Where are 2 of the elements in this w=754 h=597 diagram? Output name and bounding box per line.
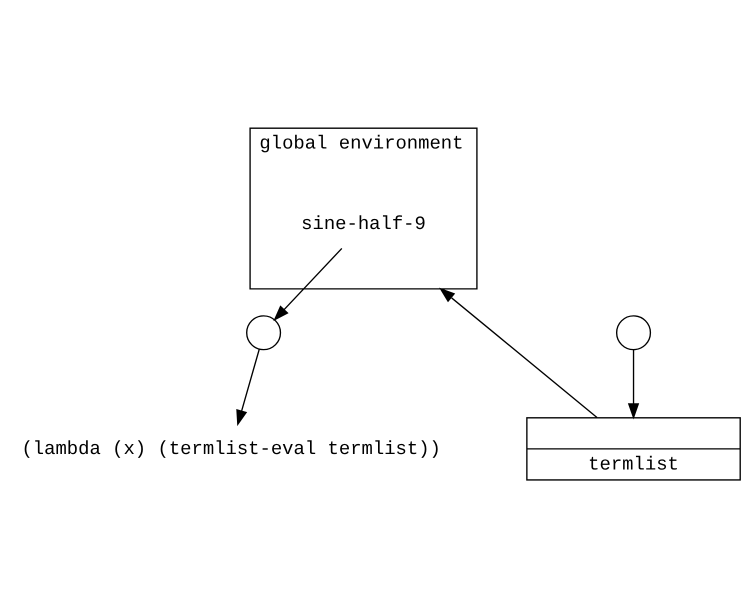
node-text: sine-half-9 — [301, 212, 426, 235]
node-text: (lambda (x) (termlist-eval termlist)) — [21, 437, 441, 460]
